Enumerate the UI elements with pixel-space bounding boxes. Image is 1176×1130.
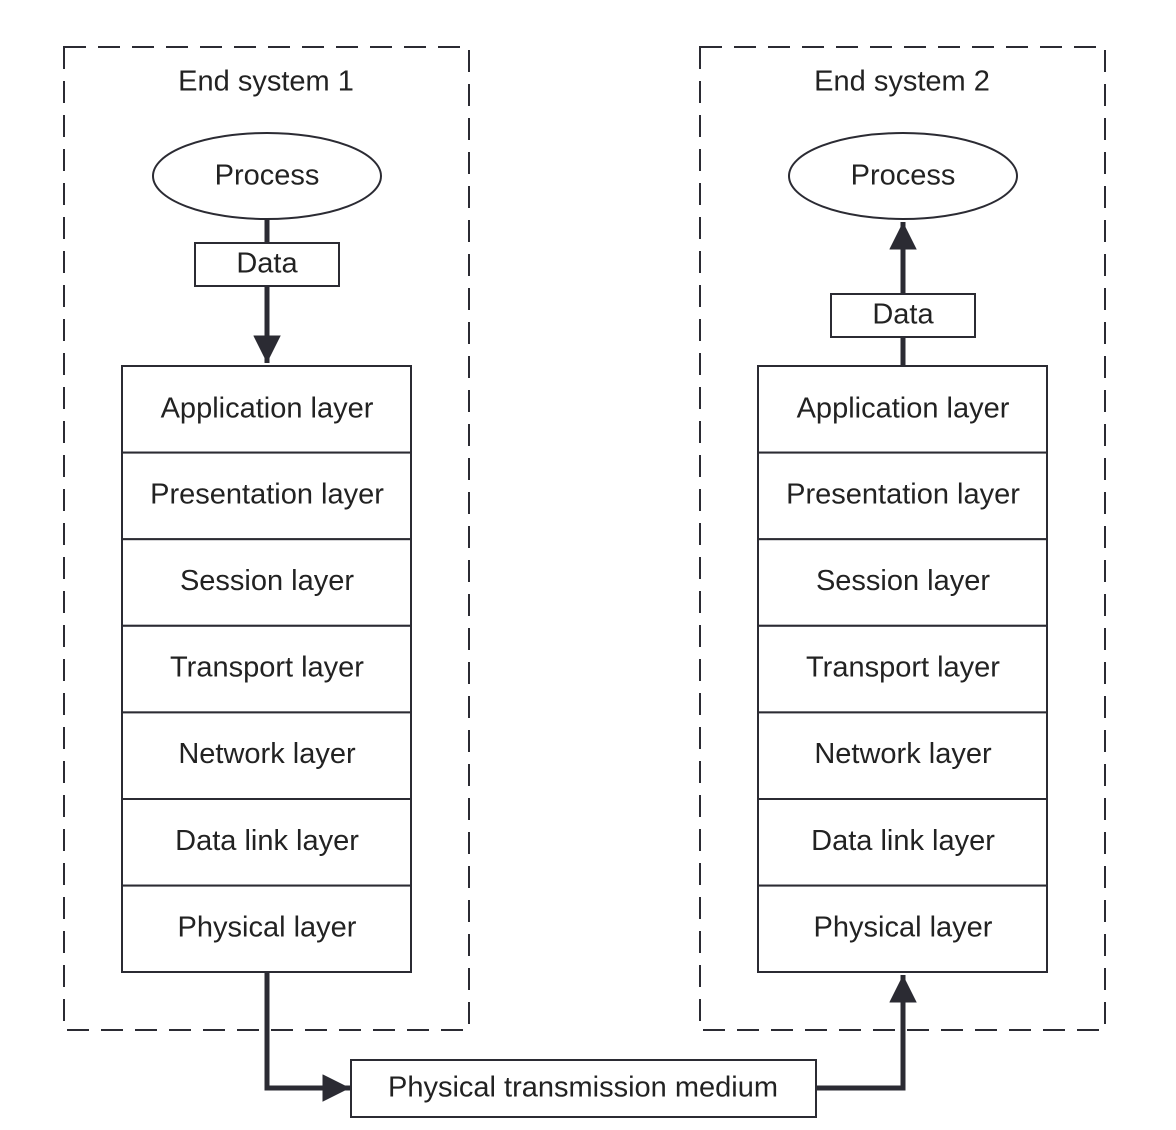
layer-box [757, 798, 1048, 887]
layer-box [757, 538, 1048, 627]
end-system-2-process-label: Process [851, 160, 956, 192]
layer-box [121, 624, 412, 714]
layer-box [121, 711, 412, 801]
layer-box [757, 624, 1048, 714]
layer-box [121, 884, 412, 973]
layer-box [121, 365, 412, 454]
layer-label: Data link layer [175, 825, 359, 857]
layer-label: Transport layer [170, 652, 364, 684]
end-system-1-process-label: Process [215, 160, 320, 192]
end-system-2-data-box [830, 293, 976, 338]
layer-label: Application layer [161, 393, 374, 425]
end-system-1-title: End system 1 [178, 66, 354, 98]
layer-label: Session layer [816, 565, 990, 597]
layer-label: Presentation layer [786, 479, 1020, 511]
medium-label: Physical transmission medium [388, 1072, 778, 1104]
transmission-medium: Physical transmission medium [264, 972, 917, 1118]
end-system-2-process-ellipse [788, 132, 1018, 220]
layer-label: Network layer [178, 738, 356, 770]
end-system-1-layer-stack: Application layer Presentation layer Ses… [121, 365, 412, 973]
end-system-2-title: End system 2 [814, 66, 990, 98]
layer-box [757, 711, 1048, 801]
layer-box [757, 365, 1048, 454]
layer-label: Network layer [814, 738, 992, 770]
layer-label: Transport layer [806, 652, 1000, 684]
end-system-2: End system 2 Process Data Application la… [699, 46, 1106, 1031]
layer-label: Data link layer [811, 825, 995, 857]
end-system-2-boundary [699, 46, 1106, 1031]
end-system-1: End system 1 Process Data Application la… [63, 46, 470, 1031]
end-system-1-data-box [194, 242, 340, 287]
layer-label: Session layer [180, 565, 354, 597]
end-system-1-data-label: Data [236, 248, 298, 280]
layer-label: Application layer [797, 393, 1010, 425]
end-system-2-layer-stack: Application layer Presentation layer Ses… [757, 365, 1048, 973]
layer-label: Presentation layer [150, 479, 384, 511]
layer-box [121, 451, 412, 541]
layer-box [757, 451, 1048, 541]
layer-label: Physical layer [814, 912, 993, 944]
end-system-1-boundary [63, 46, 470, 1031]
layer-box [757, 884, 1048, 973]
medium-box [350, 1059, 817, 1118]
medium-incoming-arrow [264, 972, 350, 1102]
medium-outgoing-arrow [815, 975, 917, 1091]
end-system-2-data-label: Data [872, 299, 934, 331]
layer-box [121, 798, 412, 887]
layer-label: Physical layer [178, 912, 357, 944]
